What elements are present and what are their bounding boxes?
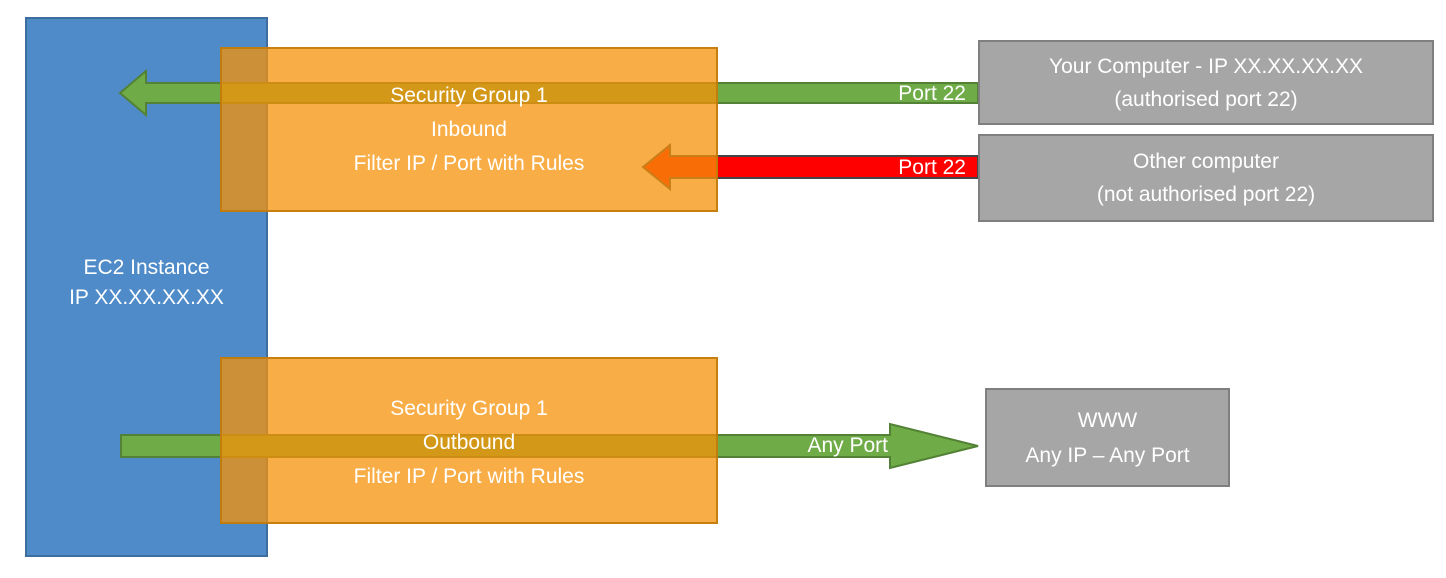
ec2-instance-ip: IP XX.XX.XX.XX xyxy=(69,285,224,309)
sg-inbound-rule: Filter IP / Port with Rules xyxy=(353,151,585,175)
sg-outbound-title: Security Group 1 xyxy=(390,396,548,420)
security-group-outbound-box: Security Group 1 Outbound Filter IP / Po… xyxy=(220,357,718,524)
other-computer-title: Other computer xyxy=(1133,150,1279,173)
port22-blocked-label: Port 22 xyxy=(898,156,966,179)
www-title: WWW xyxy=(1077,408,1138,432)
your-computer-box: Your Computer - IP XX.XX.XX.XX (authoris… xyxy=(978,40,1434,125)
sg-inbound-title: Security Group 1 xyxy=(390,83,548,107)
security-group-inbound-box: Security Group 1 Inbound Filter IP / Por… xyxy=(220,47,718,212)
sg-outbound-rule: Filter IP / Port with Rules xyxy=(353,464,585,488)
your-computer-title: Your Computer - IP XX.XX.XX.XX xyxy=(1049,54,1363,78)
your-computer-note: (authorised port 22) xyxy=(1114,87,1298,111)
sg-inbound-direction: Inbound xyxy=(431,117,507,141)
other-computer-note: (not authorised port 22) xyxy=(1096,183,1316,206)
other-computer-box: Other computer (not authorised port 22) xyxy=(978,134,1434,222)
port22-allowed-label: Port 22 xyxy=(898,82,966,105)
www-note: Any IP – Any Port xyxy=(1025,443,1190,467)
ec2-instance-name: EC2 Instance xyxy=(83,255,210,279)
www-box: WWW Any IP – Any Port xyxy=(985,388,1230,487)
sg-outbound-direction: Outbound xyxy=(422,430,516,454)
any-port-label: Any Port xyxy=(807,434,888,457)
